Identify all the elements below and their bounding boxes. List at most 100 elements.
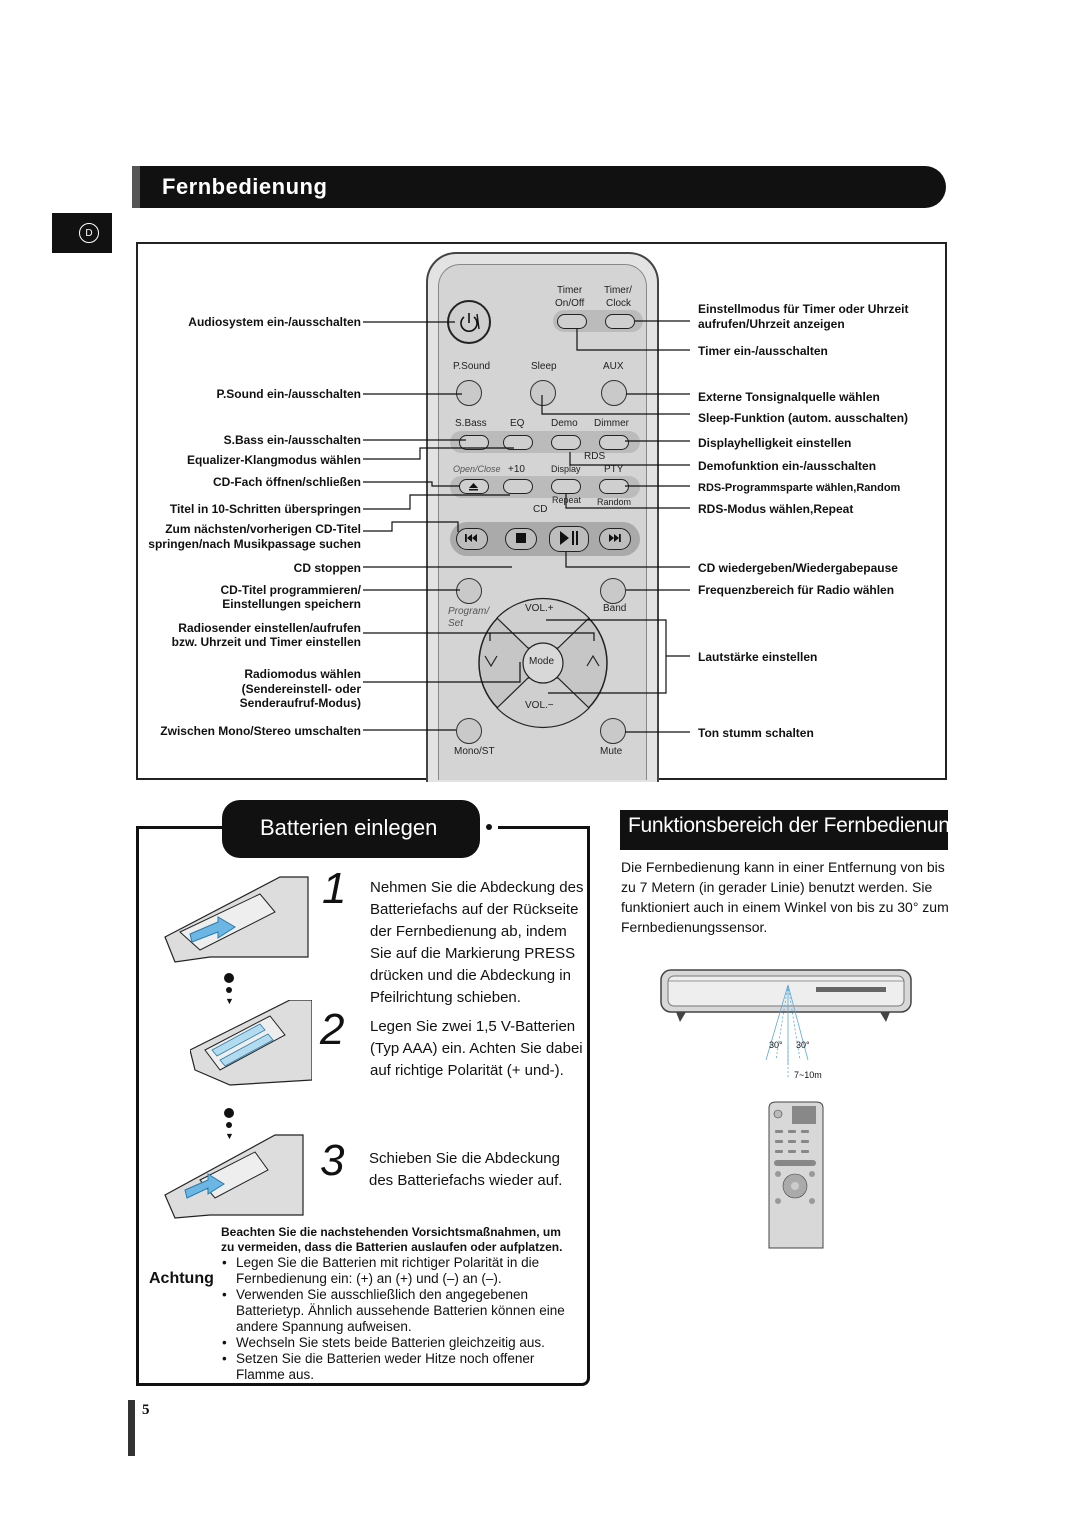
key-label-timer: Timer — [557, 285, 583, 296]
step-number: 2 — [320, 1005, 345, 1054]
callout-label: Zum nächsten/vorherigen CD-Titel — [165, 522, 361, 536]
range-angle-left: 30° — [769, 1040, 783, 1050]
navigation-pad — [478, 597, 608, 729]
key-label-sbass: S.Bass — [455, 418, 487, 429]
step-text: Nehmen Sie die Abdeckung des Batteriefac… — [370, 877, 583, 1009]
caution-line: Wechseln Sie stets beide Batterien gleic… — [236, 1335, 545, 1350]
step-number: 1 — [322, 864, 347, 913]
step-line: Sie auf die Markierung PRESS — [370, 945, 576, 962]
key-label-random: Random — [597, 497, 632, 507]
divider — [136, 826, 226, 829]
caution-line: Batterietyp. Ähnlich aussehende Batterie… — [236, 1303, 565, 1318]
callout-label: RDS-Modus wählen,Repeat — [698, 502, 854, 516]
power-icon — [460, 313, 480, 332]
caution-intro-line: Beachten Sie die nachstehenden Vorsichts… — [221, 1225, 561, 1239]
play-pause-key — [549, 526, 589, 552]
key-label-aux: AUX — [603, 361, 624, 372]
step-dot — [224, 973, 234, 983]
callout-label: CD-Titel programmieren/ — [220, 583, 361, 597]
row-key-group — [450, 476, 640, 498]
stop-key — [505, 528, 537, 550]
step-number: 3 — [320, 1136, 345, 1185]
step-line: Legen Sie zwei 1,5 V-Batterien — [370, 1018, 576, 1035]
range-angle-right: 30° — [796, 1040, 810, 1050]
page-title: Fernbedienung — [162, 174, 328, 199]
callout-label: Externe Tonsignalquelle wählen — [698, 390, 880, 404]
key-label-program: Program/ — [448, 606, 490, 617]
page-number: 5 — [142, 1402, 150, 1418]
step-line: Schieben Sie die Abdeckung — [369, 1150, 560, 1167]
callout-label: Ton stumm schalten — [698, 726, 814, 740]
caution-label: Achtung — [149, 1270, 214, 1287]
sleep-key — [530, 380, 556, 406]
callout-label: bzw. Uhrzeit und Timer einstellen — [171, 635, 361, 649]
band-key — [600, 578, 626, 604]
step-line: drücken und die Abdeckung in — [370, 967, 571, 984]
play-pause-icon — [560, 531, 578, 545]
caution-item: • Wechseln Sie stets beide Batterien gle… — [222, 1335, 582, 1351]
key-label-set: Set — [448, 618, 464, 629]
bullet: • — [222, 1335, 227, 1350]
key-label-display: Display — [551, 464, 581, 474]
step-line: Pfeilrichtung schieben. — [370, 989, 521, 1006]
plus10-key — [503, 479, 533, 494]
key-label-openclose: Open/Close — [453, 464, 501, 474]
caution-line: Setzen Sie die Batterien weder Hitze noc… — [236, 1351, 535, 1366]
step-line: auf richtige Polarität (+ und-). — [370, 1062, 564, 1079]
callout-label: Demofunktion ein-/ausschalten — [698, 459, 877, 473]
step-line: des Batteriefachs wieder auf. — [369, 1172, 563, 1189]
caution-line: Legen Sie die Batterien mit richtiger Po… — [236, 1255, 540, 1270]
callout-label: Einstellmodus für Timer oder Uhrzeit — [698, 302, 909, 316]
small-remote-illustration — [768, 1101, 824, 1249]
callout-label: S.Bass ein-/ausschalten — [223, 433, 361, 447]
demo-key — [551, 435, 581, 450]
caution-item: • Legen Sie die Batterien mit richtiger … — [222, 1255, 582, 1287]
callout-label: Einstellungen speichern — [222, 597, 361, 611]
callout-label: CD stoppen — [293, 561, 361, 575]
eject-icon — [469, 483, 478, 491]
callout-label: Audiosystem ein-/ausschalten — [188, 315, 361, 329]
timer-clock-key — [605, 314, 635, 329]
callout-label: CD wiedergeben/Wiedergabepause — [698, 561, 898, 575]
timer-onoff-key — [557, 314, 587, 329]
battery-section-frame — [136, 826, 590, 1386]
stop-icon — [516, 533, 526, 543]
key-label-vol-up: VOL.+ — [525, 603, 554, 614]
caution-intro-line: zu vermeiden, dass die Batterien auslauf… — [221, 1240, 563, 1254]
battery-cover-removal-illustration — [164, 876, 309, 963]
key-label-dimmer: Dimmer — [594, 418, 629, 429]
callout-label: Senderaufruf-Modus) — [239, 696, 361, 710]
key-label-sleep: Sleep — [531, 361, 557, 372]
callout-label: Equalizer-Klangmodus wählen — [186, 453, 361, 467]
callout-label: Timer ein-/ausschalten — [698, 344, 828, 358]
caution-line: Verwenden Sie ausschließlich den angegeb… — [236, 1287, 528, 1302]
key-label-psound: P.Sound — [453, 361, 491, 372]
key-label-mode: Mode — [529, 656, 555, 667]
callout-label: Lautstärke einstellen — [698, 650, 818, 664]
callout-label: Frequenzbereich für Radio wählen — [698, 583, 895, 597]
battery-title: Batterien einlegen — [260, 815, 438, 840]
key-label-monost: Mono/ST — [454, 746, 495, 757]
battery-cover-close-illustration — [164, 1134, 304, 1219]
callout-label: (Sendereinstell- oder — [241, 682, 361, 696]
step-dot — [226, 987, 232, 993]
key-label-cd: CD — [533, 504, 548, 515]
callout-label: CD-Fach öffnen/schließen — [212, 475, 361, 489]
monost-key — [456, 718, 482, 744]
program-set-key — [456, 578, 482, 604]
section-header — [146, 166, 946, 208]
caution-intro: Beachten Sie die nachstehenden Vorsichts… — [221, 1225, 562, 1255]
step-text: Legen Sie zwei 1,5 V-Batterien (Typ AAA)… — [370, 1016, 583, 1082]
step-text: Schieben Sie die Abdeckung des Batterief… — [369, 1148, 562, 1192]
skip-back-key — [456, 528, 488, 550]
caution-item-text: Setzen Sie die Batterien weder Hitze noc… — [236, 1351, 534, 1383]
arrow-down-icon: ▼ — [225, 996, 234, 1006]
battery-insertion-illustration — [190, 1000, 312, 1086]
key-label-band: Band — [603, 603, 627, 614]
key-label-eq: EQ — [510, 418, 525, 429]
caution-line: Fernbedienung ein: (+) an (+) und (–) an… — [236, 1271, 502, 1286]
display-key — [551, 479, 581, 494]
bullet-dot — [486, 824, 492, 830]
callout-label: Displayhelligkeit einstellen — [698, 436, 852, 450]
range-distance: 7~10m — [794, 1070, 822, 1080]
